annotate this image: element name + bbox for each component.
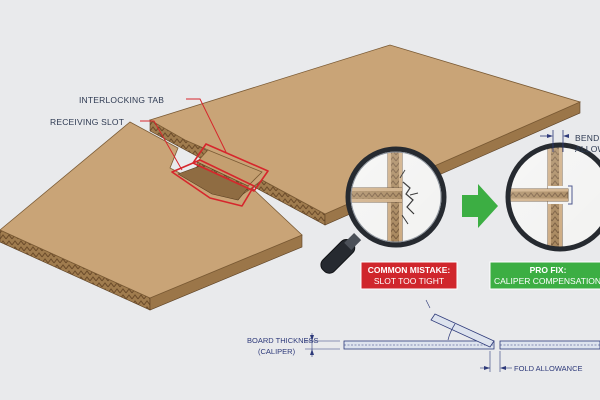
fix-subtitle: CALIPER COMPENSATION AN... bbox=[494, 276, 600, 286]
receiving-slot-label: RECEIVING SLOT bbox=[50, 117, 124, 127]
fold-allowance-label: FOLD ALLOWANCE bbox=[514, 364, 583, 373]
interlocking-tab-label: INTERLOCKING TAB bbox=[79, 95, 164, 105]
fix-title: PRO FIX: bbox=[530, 265, 567, 275]
slot-highlight-outline bbox=[171, 159, 255, 207]
mistake-closeup bbox=[348, 149, 444, 245]
front-cardboard-panel bbox=[0, 121, 303, 311]
fix-magnifier bbox=[505, 142, 600, 252]
bend-allowance-label-2: ALLOW... bbox=[575, 144, 600, 154]
mistake-subtitle: SLOT TOO TIGHT bbox=[374, 276, 444, 286]
pro-fix-badge: PRO FIX: CALIPER COMPENSATION AN... bbox=[489, 261, 600, 290]
bend-allowance-dimension: BEND ALLOW... bbox=[540, 130, 600, 154]
mistake-title: COMMON MISTAKE: bbox=[368, 265, 451, 275]
magnifying-glass-icon bbox=[320, 146, 447, 274]
board-thickness-label-1: BOARD THICKNESS bbox=[247, 336, 319, 345]
right-arrow-icon bbox=[462, 184, 498, 228]
board-thickness-label-2: (CALIPER) bbox=[258, 347, 296, 356]
slot-leader-line bbox=[140, 120, 183, 171]
tab-leader-line bbox=[186, 98, 227, 153]
bend-allowance-label-1: BEND bbox=[575, 133, 599, 143]
tab-highlight-outline bbox=[192, 143, 269, 192]
common-mistake-badge: COMMON MISTAKE: SLOT TOO TIGHT bbox=[360, 261, 458, 290]
fix-closeup bbox=[508, 145, 600, 249]
fold-technical-drawing bbox=[305, 299, 600, 372]
